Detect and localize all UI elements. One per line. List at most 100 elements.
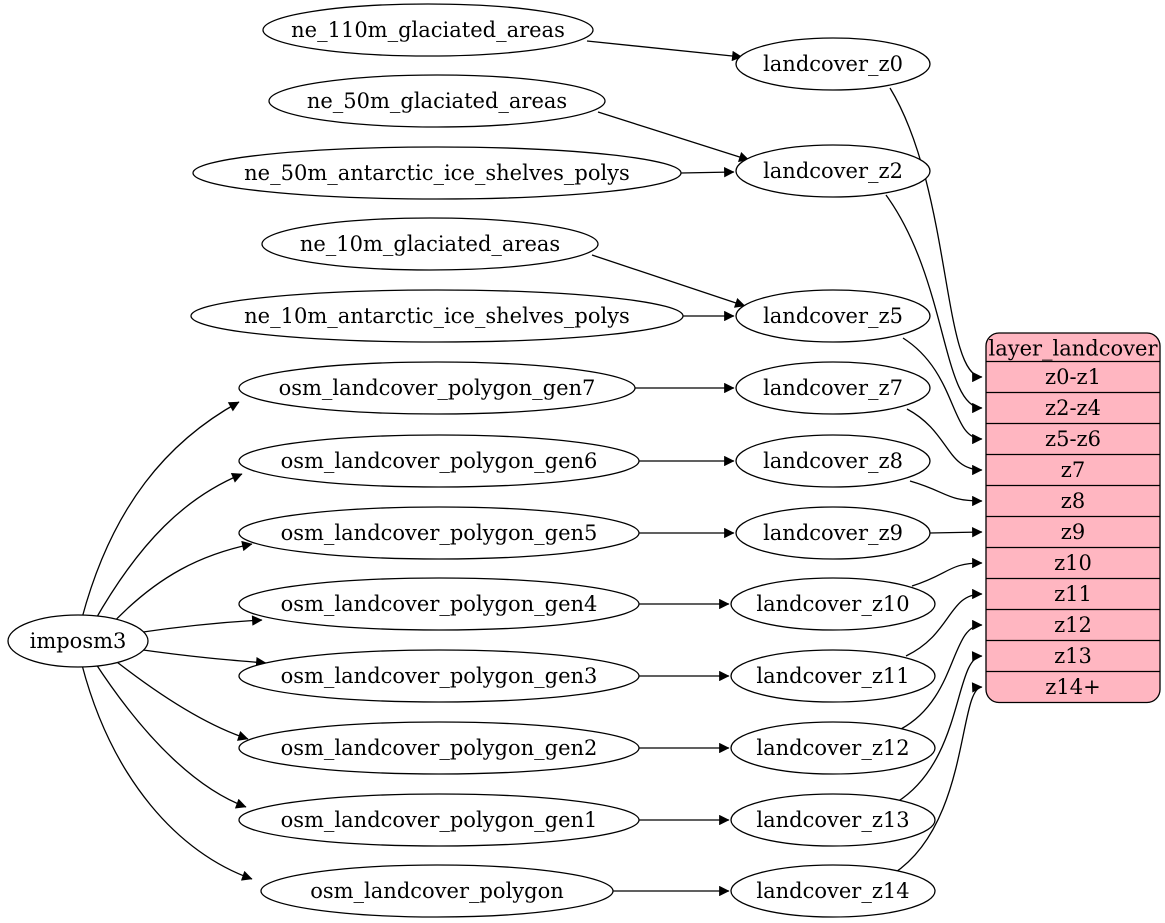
node-label-ne_10m_antarctic_ice_shelves_polys: ne_10m_antarctic_ice_shelves_polys [244, 304, 630, 328]
node-label-osm_landcover_polygon_gen2: osm_landcover_polygon_gen2 [281, 736, 598, 760]
node-ellipse-ne_50m_glaciated_areas [268, 74, 606, 128]
node-label-landcover_z7: landcover_z7 [763, 376, 903, 400]
record-row-z10: z10 [1054, 551, 1092, 575]
node-label-landcover_z0: landcover_z0 [763, 52, 903, 76]
node-landcover_z14: landcover_z14 [730, 864, 936, 918]
node-landcover_z2: landcover_z2 [735, 144, 931, 198]
edge-landcover_z11-to-z11 [905, 588, 983, 657]
node-label-landcover_z10: landcover_z10 [756, 592, 909, 616]
node-ne_110m_glaciated_areas: ne_110m_glaciated_areas [262, 3, 594, 57]
node-ellipse-ne_10m_antarctic_ice_shelves_polys [190, 289, 684, 343]
node-osm_landcover_polygon_gen7: osm_landcover_polygon_gen7 [238, 361, 636, 415]
node-label-osm_landcover_polygon_gen5: osm_landcover_polygon_gen5 [281, 521, 598, 545]
edge-landcover_z12-to-z12 [900, 619, 983, 730]
node-landcover_z5: landcover_z5 [735, 289, 931, 343]
node-ellipse-landcover_z11 [730, 649, 936, 703]
edge-landcover_z8-to-z8 [909, 480, 983, 507]
edge-ne_10m_glaciated_areas-to-landcover_z5 [591, 254, 746, 308]
node-ellipse-ne_110m_glaciated_areas [262, 3, 594, 57]
edge-ne_50m_antarctic_ice_shelves_polys-to-landcover_z2 [680, 166, 735, 178]
node-ellipse-osm_landcover_polygon_gen7 [238, 361, 636, 415]
node-landcover_z12: landcover_z12 [730, 721, 936, 775]
node-label-landcover_z12: landcover_z12 [756, 736, 909, 760]
node-landcover_z13: landcover_z13 [730, 793, 936, 847]
edge-landcover_z9-to-z9 [929, 526, 983, 538]
node-landcover_z11: landcover_z11 [730, 649, 936, 703]
node-osm_landcover_polygon_gen5: osm_landcover_polygon_gen5 [238, 506, 640, 560]
edge-imposm3-to-osm_landcover_polygon_gen2 [107, 654, 249, 741]
node-ne_10m_antarctic_ice_shelves_polys: ne_10m_antarctic_ice_shelves_polys [190, 289, 684, 343]
record-row-z13: z13 [1054, 644, 1092, 668]
edge-imposm3-to-osm_landcover_polygon [81, 664, 253, 881]
node-label-landcover_z8: landcover_z8 [763, 449, 903, 473]
node-label-landcover_z13: landcover_z13 [756, 808, 909, 832]
node-label-ne_10m_glaciated_areas: ne_10m_glaciated_areas [300, 232, 560, 256]
node-landcover_z7: landcover_z7 [735, 361, 931, 415]
record-row-z9: z9 [1061, 520, 1085, 544]
node-label-landcover_z2: landcover_z2 [763, 159, 903, 183]
node-ellipse-osm_landcover_polygon_gen1 [238, 793, 640, 847]
record-row-z14+: z14+ [1045, 675, 1100, 699]
node-osm_landcover_polygon: osm_landcover_polygon [260, 864, 614, 918]
edge-imposm3-to-osm_landcover_polygon_gen7 [81, 401, 240, 619]
node-label-osm_landcover_polygon_gen7: osm_landcover_polygon_gen7 [279, 376, 596, 400]
record-row-z2-z4: z2-z4 [1045, 396, 1101, 420]
node-label-osm_landcover_polygon: osm_landcover_polygon [310, 879, 564, 903]
node-ellipse-osm_landcover_polygon_gen4 [238, 577, 640, 631]
edge-imposm3-to-osm_landcover_polygon_gen3 [135, 648, 267, 668]
node-ellipse-landcover_z14 [730, 864, 936, 918]
node-ellipse-landcover_z8 [735, 434, 931, 488]
node-ne_10m_glaciated_areas: ne_10m_glaciated_areas [261, 217, 599, 271]
node-ellipse-osm_landcover_polygon [260, 864, 614, 918]
node-ellipse-ne_50m_antarctic_ice_shelves_polys [192, 146, 682, 200]
node-ellipse-osm_landcover_polygon_gen6 [238, 434, 640, 488]
node-ellipse-ne_10m_glaciated_areas [261, 217, 599, 271]
record-title-layer_landcover: layer_landcover [988, 336, 1158, 360]
node-ellipse-landcover_z10 [730, 577, 936, 631]
edge-ne_50m_glaciated_areas-to-landcover_z2 [597, 111, 750, 162]
node-label-imposm3: imposm3 [30, 629, 127, 653]
node-ne_50m_glaciated_areas: ne_50m_glaciated_areas [268, 74, 606, 128]
edge-landcover_z7-to-z7 [906, 408, 983, 476]
edge-imposm3-to-osm_landcover_polygon_gen1 [93, 660, 247, 809]
node-osm_landcover_polygon_gen2: osm_landcover_polygon_gen2 [238, 721, 640, 775]
node-label-osm_landcover_polygon_gen1: osm_landcover_polygon_gen1 [281, 808, 598, 832]
node-label-landcover_z5: landcover_z5 [763, 304, 903, 328]
edge-landcover_z13-to-z13 [896, 651, 983, 803]
edge-landcover_z2-to-z2-z4 [885, 194, 983, 414]
node-ellipse-landcover_z0 [735, 37, 931, 91]
node-ellipse-landcover_z7 [735, 361, 931, 415]
record-row-z8: z8 [1061, 489, 1085, 513]
edge-ne_110m_glaciated_areas-to-landcover_z0 [586, 40, 743, 62]
node-ellipse-landcover_z12 [730, 721, 936, 775]
edge-imposm3-to-osm_landcover_polygon_gen4 [135, 615, 263, 634]
record-layer_landcover: layer_landcover z0-z1 z2-z4 z5-z6 z7 z8 z9 z10 z… [985, 332, 1161, 704]
node-ne_50m_antarctic_ice_shelves_polys: ne_50m_antarctic_ice_shelves_polys [192, 146, 682, 200]
nodes-layer: imposm3 ne_110m_glaciated_areas ne_50m_gla… [7, 3, 936, 918]
record-row-z7: z7 [1061, 458, 1085, 482]
node-ellipse-osm_landcover_polygon_gen5 [238, 506, 640, 560]
node-label-osm_landcover_polygon_gen3: osm_landcover_polygon_gen3 [281, 664, 598, 688]
node-label-ne_50m_glaciated_areas: ne_50m_glaciated_areas [307, 89, 567, 113]
node-label-osm_landcover_polygon_gen4: osm_landcover_polygon_gen4 [281, 592, 598, 616]
record-row-z5-z6: z5-z6 [1045, 427, 1101, 451]
node-label-landcover_z9: landcover_z9 [763, 521, 903, 545]
record-row-z12: z12 [1054, 613, 1092, 637]
edges-layer [81, 40, 983, 897]
edge-landcover_z10-to-z10 [911, 557, 983, 587]
node-label-landcover_z14: landcover_z14 [756, 879, 909, 903]
record-row-z11: z11 [1054, 582, 1092, 606]
node-ellipse-landcover_z9 [735, 506, 931, 560]
edge-imposm3-to-osm_landcover_polygon_gen6 [93, 472, 243, 623]
edge-landcover_z0-to-z0-z1 [889, 87, 983, 383]
node-landcover_z9: landcover_z9 [735, 506, 931, 560]
record-row-z0-z1: z0-z1 [1045, 365, 1101, 389]
node-label-ne_110m_glaciated_areas: ne_110m_glaciated_areas [291, 18, 565, 42]
record-layer: layer_landcover z0-z1 z2-z4 z5-z6 z7 z8 z9 z10 z… [985, 332, 1161, 704]
node-ellipse-osm_landcover_polygon_gen2 [238, 721, 640, 775]
node-ellipse-landcover_z5 [735, 289, 931, 343]
edge-imposm3-to-osm_landcover_polygon_gen5 [107, 540, 253, 629]
node-label-ne_50m_antarctic_ice_shelves_polys: ne_50m_antarctic_ice_shelves_polys [244, 161, 630, 185]
